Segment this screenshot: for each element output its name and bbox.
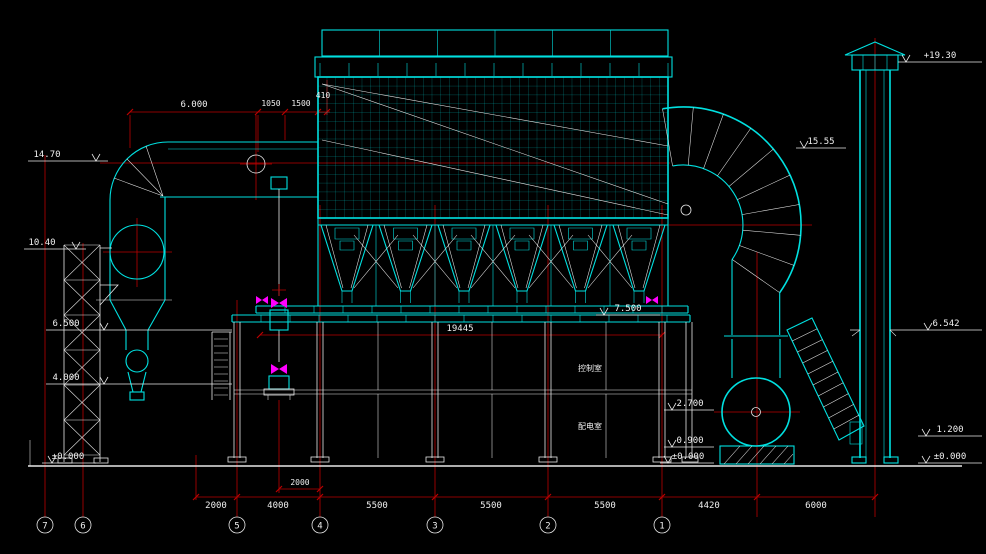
elevation-label: 2.700 xyxy=(676,399,703,409)
axis-label: 3 xyxy=(432,522,437,532)
dim-label: 410 xyxy=(316,91,331,100)
support-structure xyxy=(211,314,699,463)
pipe-valve-icon xyxy=(271,298,287,374)
elevation-label: +19.30 xyxy=(924,51,957,61)
axis-label: 7 xyxy=(42,522,47,532)
axis-label: 2 xyxy=(545,522,550,532)
scroll-vanes xyxy=(662,107,801,293)
inlet-duct xyxy=(96,141,318,401)
axis-bubble xyxy=(74,516,92,534)
elevation-label: ±0.000 xyxy=(672,452,705,462)
elbow-gores xyxy=(113,145,164,197)
room-label: 控制室 xyxy=(578,363,602,373)
axis-bubble xyxy=(36,516,54,534)
axis-bubble xyxy=(426,516,444,534)
access-ladder xyxy=(211,331,232,400)
dim-label: 5500 xyxy=(594,501,616,511)
axis-bubble xyxy=(311,516,329,534)
elevation-label: 7.500 xyxy=(614,304,641,314)
casing-mesh xyxy=(318,77,668,218)
axis-label: 5 xyxy=(234,522,239,532)
dim-label: 19445 xyxy=(446,324,473,334)
fan-scroll xyxy=(662,106,802,294)
duct-joint-circle xyxy=(109,224,165,280)
duct-port-circle xyxy=(246,154,266,174)
elevation-label: 14.70 xyxy=(33,150,60,160)
dim-label: 5500 xyxy=(366,501,388,511)
room-label: 配电室 xyxy=(578,421,602,431)
elevation-label: 1.200 xyxy=(936,425,963,435)
dim-label: 2000 xyxy=(290,478,309,487)
axis-bubble xyxy=(653,516,671,534)
ash-handling-pipe xyxy=(263,176,295,400)
dim-label: 4420 xyxy=(698,501,720,511)
support-tower xyxy=(29,244,119,466)
axis-label: 1 xyxy=(659,522,664,532)
axis-bubble xyxy=(228,516,246,534)
axis-bubble xyxy=(539,516,557,534)
axis-label: 4 xyxy=(317,522,322,532)
dim-label: 6.000 xyxy=(180,100,207,110)
dimension-labels: 6.000 1050 1500 410 19445 2000 2000 4000… xyxy=(180,91,826,511)
elevation-label: 4.000 xyxy=(52,373,79,383)
dim-label: 6000 xyxy=(805,501,827,511)
dim-label: 5500 xyxy=(480,501,502,511)
hoppers xyxy=(255,217,689,314)
elevation-label: 0.900 xyxy=(676,436,703,446)
chimney-cap xyxy=(844,41,906,71)
base-hatch xyxy=(723,445,794,465)
elevation-label: ±0.000 xyxy=(934,452,967,462)
scroll-hub xyxy=(680,204,692,216)
dim-label: 1050 xyxy=(261,99,280,108)
discharge-valve-icon xyxy=(256,296,658,304)
elevation-label: 15.55 xyxy=(807,137,834,147)
elevation-flags: +19.30 15.55 14.70 10.40 6.500 4.000 ±0.… xyxy=(24,51,982,464)
chimney xyxy=(844,41,906,464)
outlet-fan xyxy=(719,259,795,465)
axis-label: 6 xyxy=(80,522,85,532)
dim-label: 2000 xyxy=(205,501,227,511)
elevation-label: 10.40 xyxy=(28,238,55,248)
penthouse xyxy=(314,29,673,78)
dimension-lines xyxy=(126,80,879,501)
elevation-label: 6.500 xyxy=(52,319,79,329)
dim-label: 4000 xyxy=(267,501,289,511)
elevation-label: ±0.000 xyxy=(52,452,85,462)
room-labels: 控制室 配电室 xyxy=(578,363,602,431)
tie-rods xyxy=(321,83,669,216)
stack-duct xyxy=(786,317,865,445)
elevation-label: 6.542 xyxy=(932,319,959,329)
dim-label: 1500 xyxy=(291,99,310,108)
baghouse-casing xyxy=(317,76,669,219)
axis-bubbles: 7 6 5 4 3 2 1 xyxy=(36,516,671,534)
